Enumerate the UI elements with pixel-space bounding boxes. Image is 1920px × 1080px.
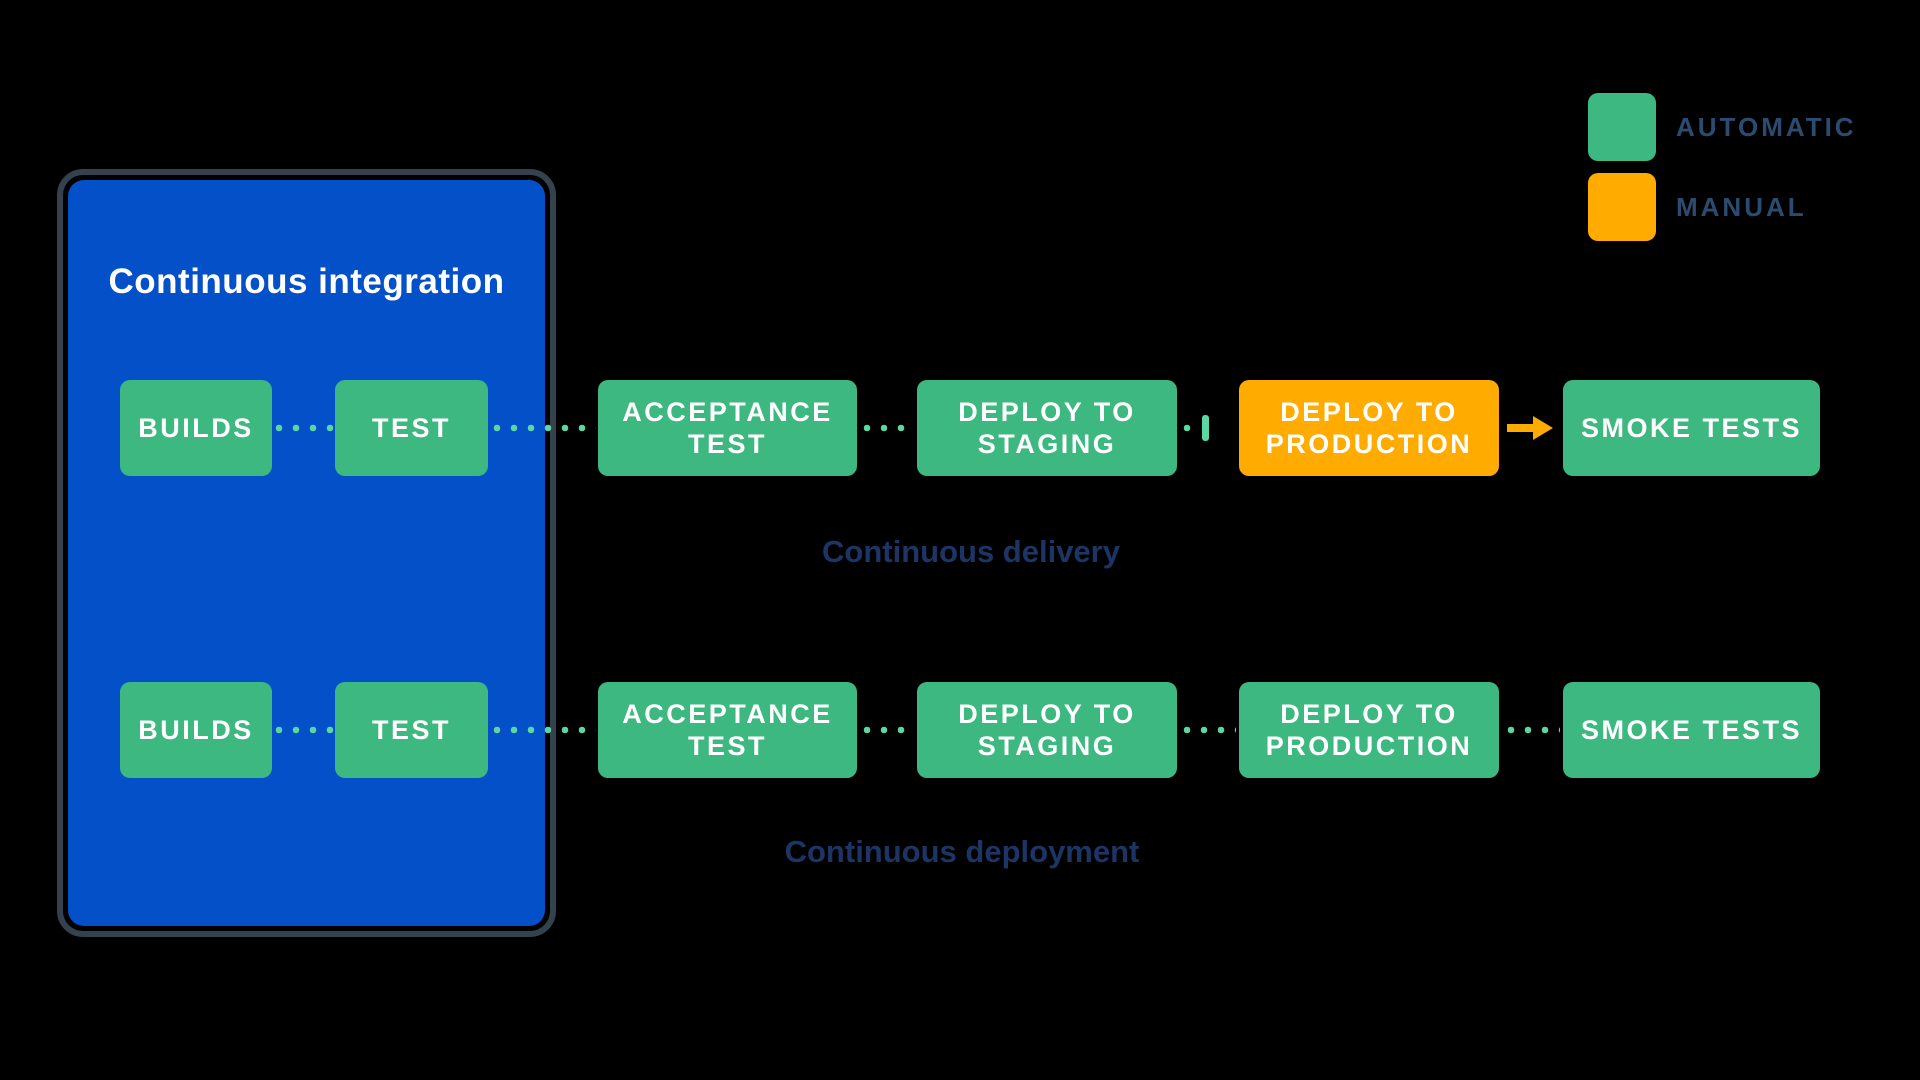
continuous-integration-container: Continuous integration [57,169,556,937]
manual-swatch-icon [1588,173,1656,241]
stage-builds-deployment: BUILDS [120,682,272,778]
continuous-deployment-caption: Continuous deployment [784,834,1140,869]
connector-dots [862,424,914,432]
connector-dots [274,424,336,432]
legend-label-manual: MANUAL [1676,191,1807,222]
manual-arrow-icon [1507,416,1553,440]
legend-item-automatic: AUTOMATIC [1588,93,1857,161]
stage-test-delivery: TEST [335,380,488,476]
stage-acceptance-test-deployment: ACCEPTANCE TEST [598,682,857,778]
stage-smoke-tests-delivery: SMOKE TESTS [1563,380,1820,476]
connector-dots [492,726,596,734]
stage-deploy-to-staging-deployment: DEPLOY TO STAGING [917,682,1177,778]
arrow-shaft [1507,424,1535,432]
arrow-head [1533,416,1553,440]
continuous-integration-title: Continuous integration [108,262,505,301]
connector-dots [862,726,914,734]
connector-dots [1182,424,1200,432]
continuous-delivery-caption: Continuous delivery [822,534,1120,569]
connector-dots [492,424,596,432]
legend: AUTOMATIC MANUAL [1588,93,1857,253]
stage-test-deployment: TEST [335,682,488,778]
manual-gate-pipe-icon [1202,415,1209,441]
connector-dots [1506,726,1560,734]
connector-dots [1182,726,1236,734]
stage-deploy-to-production-delivery: DEPLOY TO PRODUCTION [1239,380,1499,476]
legend-item-manual: MANUAL [1588,173,1857,241]
connector-dots [274,726,336,734]
stage-deploy-to-production-deployment: DEPLOY TO PRODUCTION [1239,682,1499,778]
automatic-swatch-icon [1588,93,1656,161]
stage-builds-delivery: BUILDS [120,380,272,476]
stage-acceptance-test-delivery: ACCEPTANCE TEST [598,380,857,476]
stage-deploy-to-staging-delivery: DEPLOY TO STAGING [917,380,1177,476]
legend-label-automatic: AUTOMATIC [1676,111,1857,142]
stage-smoke-tests-deployment: SMOKE TESTS [1563,682,1820,778]
